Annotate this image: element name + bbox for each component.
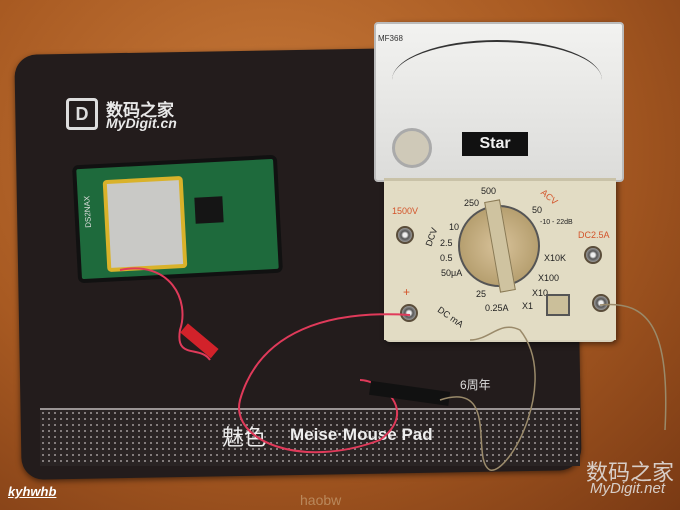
- mydigit-logo-icon: D: [66, 98, 98, 130]
- gray-lead: [439, 303, 667, 471]
- label-dc25a: DC2.5A: [578, 230, 610, 240]
- label-x10k: X10K: [544, 253, 567, 263]
- red-clip: [180, 323, 219, 359]
- watermark-site-en: MyDigit.net: [590, 480, 666, 497]
- label-x10: X10: [532, 288, 549, 298]
- label-db: -10 - 22dB: [540, 219, 573, 226]
- label-500: 500: [481, 186, 497, 196]
- jack-dc25a[interactable]: [584, 246, 602, 264]
- meter-brand: Star: [462, 132, 528, 156]
- label-x100: X100: [538, 273, 560, 283]
- watermark-author: kyhwhb: [8, 484, 57, 499]
- jack-positive[interactable]: [400, 304, 418, 322]
- pad-brand: Meise·Mouse Pad: [290, 425, 433, 444]
- jack-1500v[interactable]: [396, 226, 414, 244]
- jack-common[interactable]: [592, 294, 610, 312]
- label-2-5: 2.5: [440, 238, 453, 248]
- watermark-site-cn: 数码之家: [586, 460, 675, 485]
- label-250: 250: [464, 198, 480, 208]
- watermark-middle: haobw: [300, 492, 342, 508]
- label-plus: +: [403, 285, 411, 299]
- label-025a: 0.25A: [485, 303, 509, 313]
- label-25ma: 25: [476, 289, 487, 299]
- meter-scale: [392, 40, 602, 120]
- red-lead: [119, 267, 411, 454]
- label-x1: X1: [522, 301, 534, 311]
- transistor-socket[interactable]: [546, 294, 570, 316]
- meter-model: MF368: [378, 34, 403, 43]
- zero-adjust-knob[interactable]: [392, 128, 432, 168]
- label-50: 50: [532, 205, 543, 215]
- pad-logo-en: MyDigit.cn: [106, 115, 177, 131]
- pad-anniversary: 6周年: [460, 378, 491, 392]
- black-clip: [369, 380, 451, 406]
- label-1500v: 1500V: [392, 206, 419, 216]
- label-0-5: 0.5: [440, 253, 453, 263]
- label-50ua: 50μA: [441, 268, 463, 278]
- label-10: 10: [449, 222, 460, 232]
- pad-logo-cn: 数码之家: [106, 101, 174, 120]
- mouse-pad-band: [40, 408, 580, 466]
